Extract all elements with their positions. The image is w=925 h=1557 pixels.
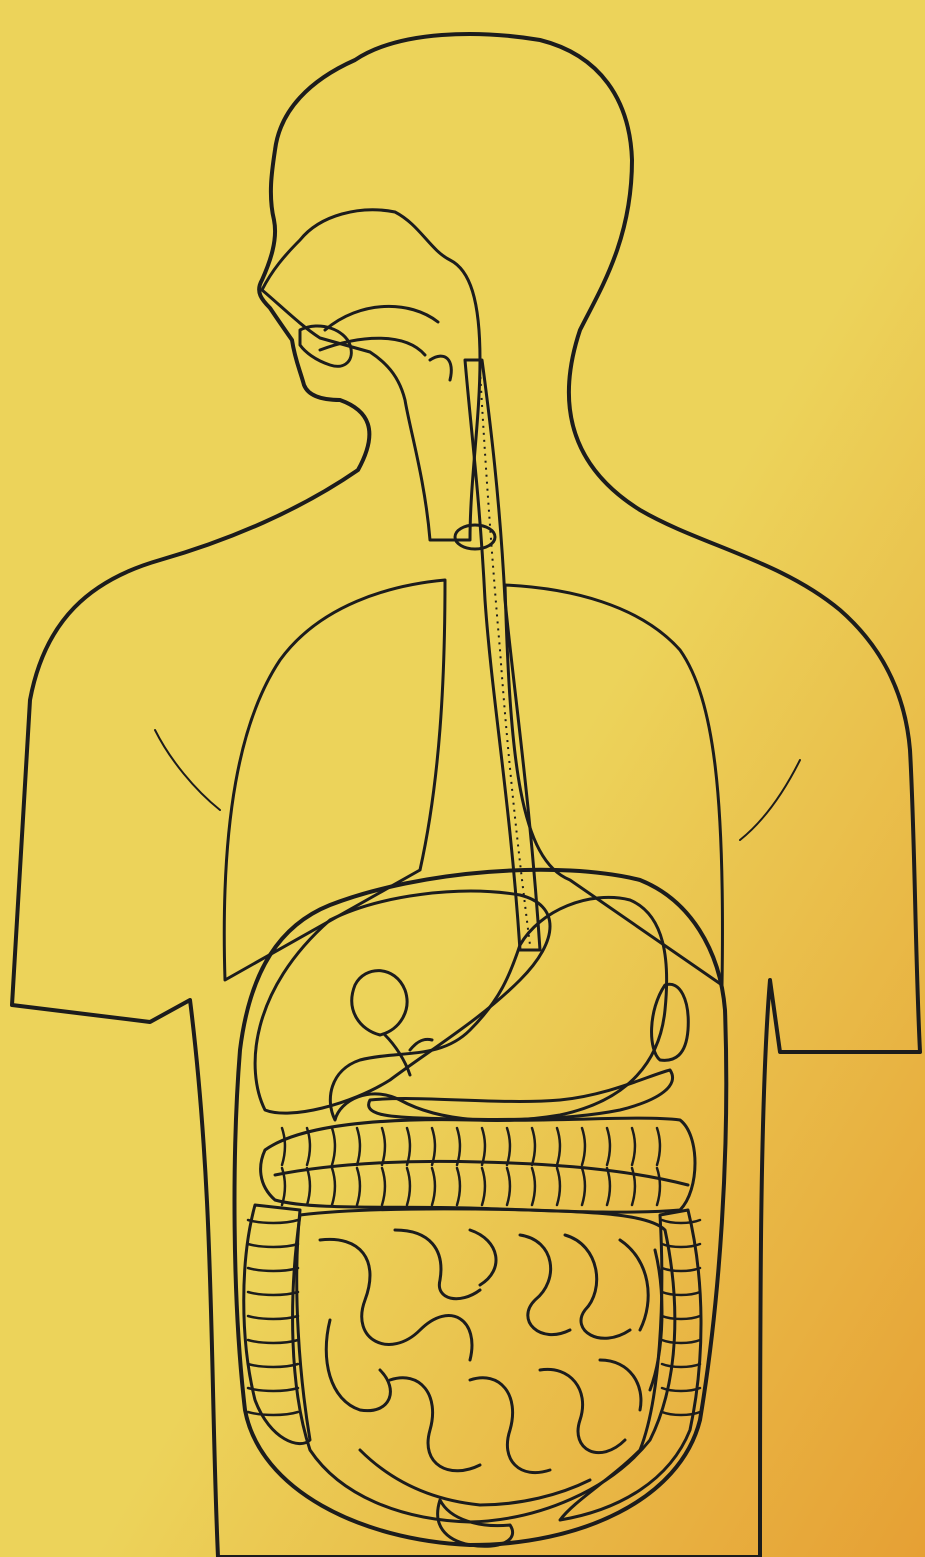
diagram-canvas xyxy=(0,0,925,1557)
background xyxy=(0,0,925,1557)
digestive-system-diagram xyxy=(0,0,925,1557)
